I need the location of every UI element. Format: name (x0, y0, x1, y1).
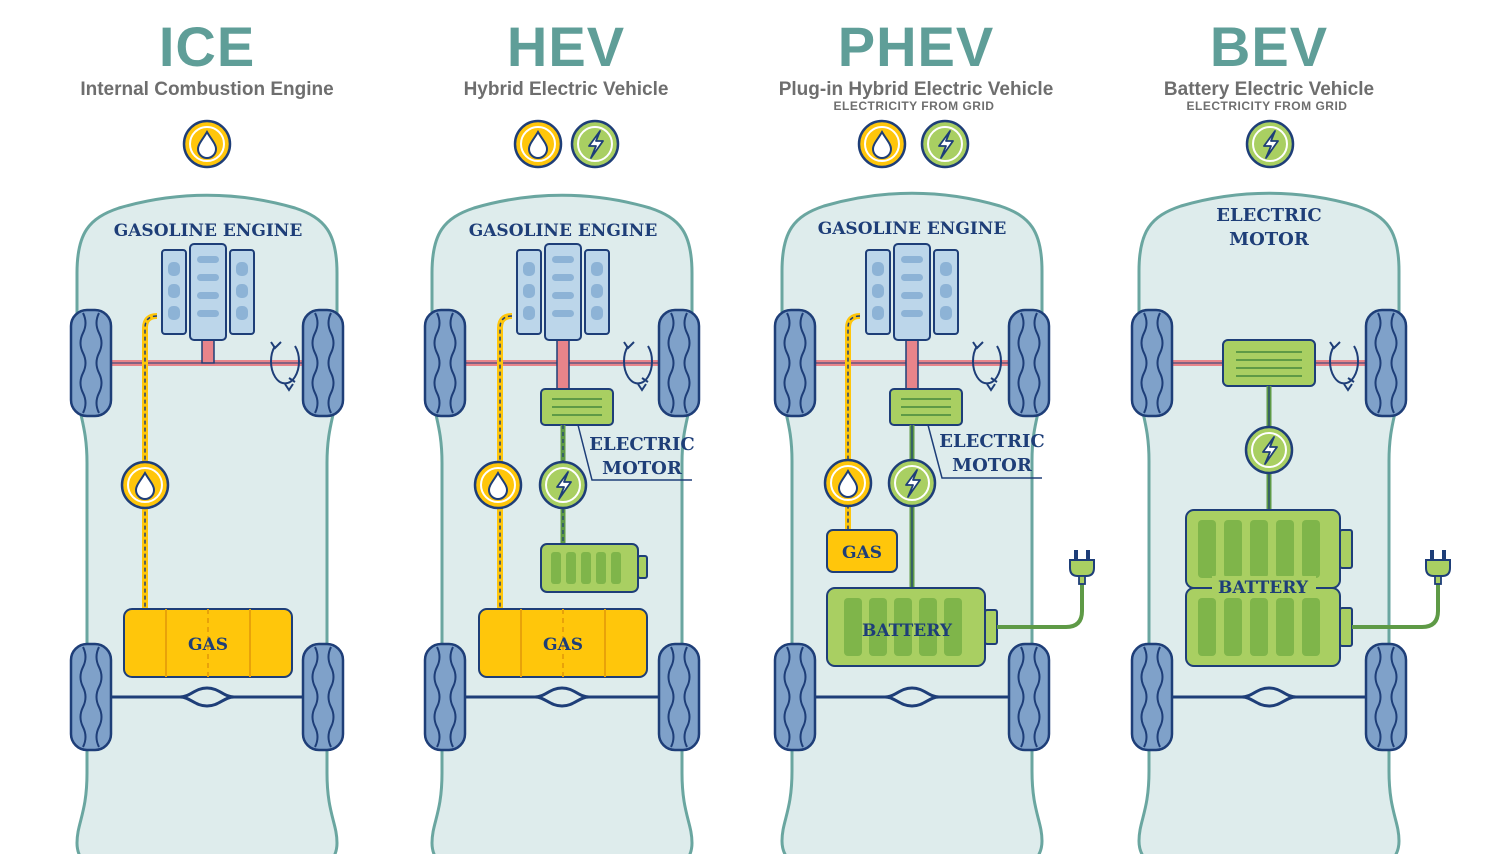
bev-motor-label-2: MOTOR (1229, 229, 1310, 250)
bev-battery-label: BATTERY (1218, 578, 1309, 598)
hev-motor-label-2: MOTOR (602, 458, 683, 479)
phev-motor-label-2: MOTOR (952, 455, 1033, 476)
bev-note: ELECTRICITY FROM GRID (1187, 99, 1348, 113)
ice-title: ICE (159, 15, 255, 78)
engine-icon (865, 243, 959, 341)
wheel-icon (69, 308, 113, 418)
wheel-icon (657, 642, 701, 752)
wheel-icon (423, 642, 467, 752)
wheel-icon (1130, 642, 1174, 752)
gas-drop-icon (823, 458, 873, 508)
hev-full-name: Hybrid Electric Vehicle (464, 79, 669, 100)
wheel-icon (1130, 308, 1174, 418)
bev-motor-label-1: ELECTRIC (1216, 205, 1322, 226)
hev-title: HEV (507, 15, 625, 78)
phev-gas-label: GAS (842, 543, 882, 563)
wheel-icon (301, 308, 345, 418)
phev-engine-label: GASOLINE ENGINE (818, 219, 1007, 239)
hev-motor-label-1: ELECTRIC (589, 434, 695, 455)
lightning-icon (538, 460, 588, 510)
lightning-icon (570, 119, 620, 169)
lightning-icon (1245, 119, 1295, 169)
bev-full-name: Battery Electric Vehicle (1164, 79, 1374, 100)
lightning-icon (887, 458, 937, 508)
column-hev: HEV Hybrid Electric Vehicle GASOLINE ENG… (423, 15, 701, 854)
wheel-icon (773, 642, 817, 752)
wheel-icon (423, 308, 467, 418)
lightning-icon (920, 119, 970, 169)
bev-title: BEV (1210, 15, 1328, 78)
phev-note: ELECTRICITY FROM GRID (834, 99, 995, 113)
wheel-icon (773, 308, 817, 418)
lightning-icon (1244, 425, 1294, 475)
phev-full-name: Plug-in Hybrid Electric Vehicle (779, 79, 1054, 100)
wheel-icon (657, 308, 701, 418)
gas-drop-icon (182, 119, 232, 169)
phev-motor-label-1: ELECTRIC (939, 431, 1045, 452)
wheel-icon (1364, 308, 1408, 418)
ice-full-name: Internal Combustion Engine (80, 79, 333, 100)
phev-title: PHEV (838, 15, 995, 78)
gas-drop-icon (513, 119, 563, 169)
wheel-icon (1007, 642, 1051, 752)
wheel-icon (1364, 642, 1408, 752)
gas-drop-icon (857, 119, 907, 169)
engine-icon (161, 243, 255, 341)
plug-icon (1425, 549, 1451, 585)
gas-drop-icon (473, 460, 523, 510)
column-ice: ICE Internal Combustion Engine GASOLINE … (69, 15, 345, 854)
wheel-icon (69, 642, 113, 752)
plug-icon (1069, 549, 1095, 585)
wheel-icon (1007, 308, 1051, 418)
hev-engine-label: GASOLINE ENGINE (469, 221, 658, 241)
hev-gas-label: GAS (543, 635, 583, 655)
wheel-icon (301, 642, 345, 752)
engine-icon (516, 243, 610, 341)
phev-battery-label: BATTERY (862, 621, 953, 641)
ice-engine-label: GASOLINE ENGINE (114, 221, 303, 241)
column-bev: BEV Battery Electric Vehicle ELECTRICITY… (1130, 15, 1451, 854)
column-phev: PHEV Plug-in Hybrid Electric Vehicle ELE… (773, 15, 1095, 854)
ice-gas-label: GAS (188, 635, 228, 655)
gas-drop-icon (120, 460, 170, 510)
